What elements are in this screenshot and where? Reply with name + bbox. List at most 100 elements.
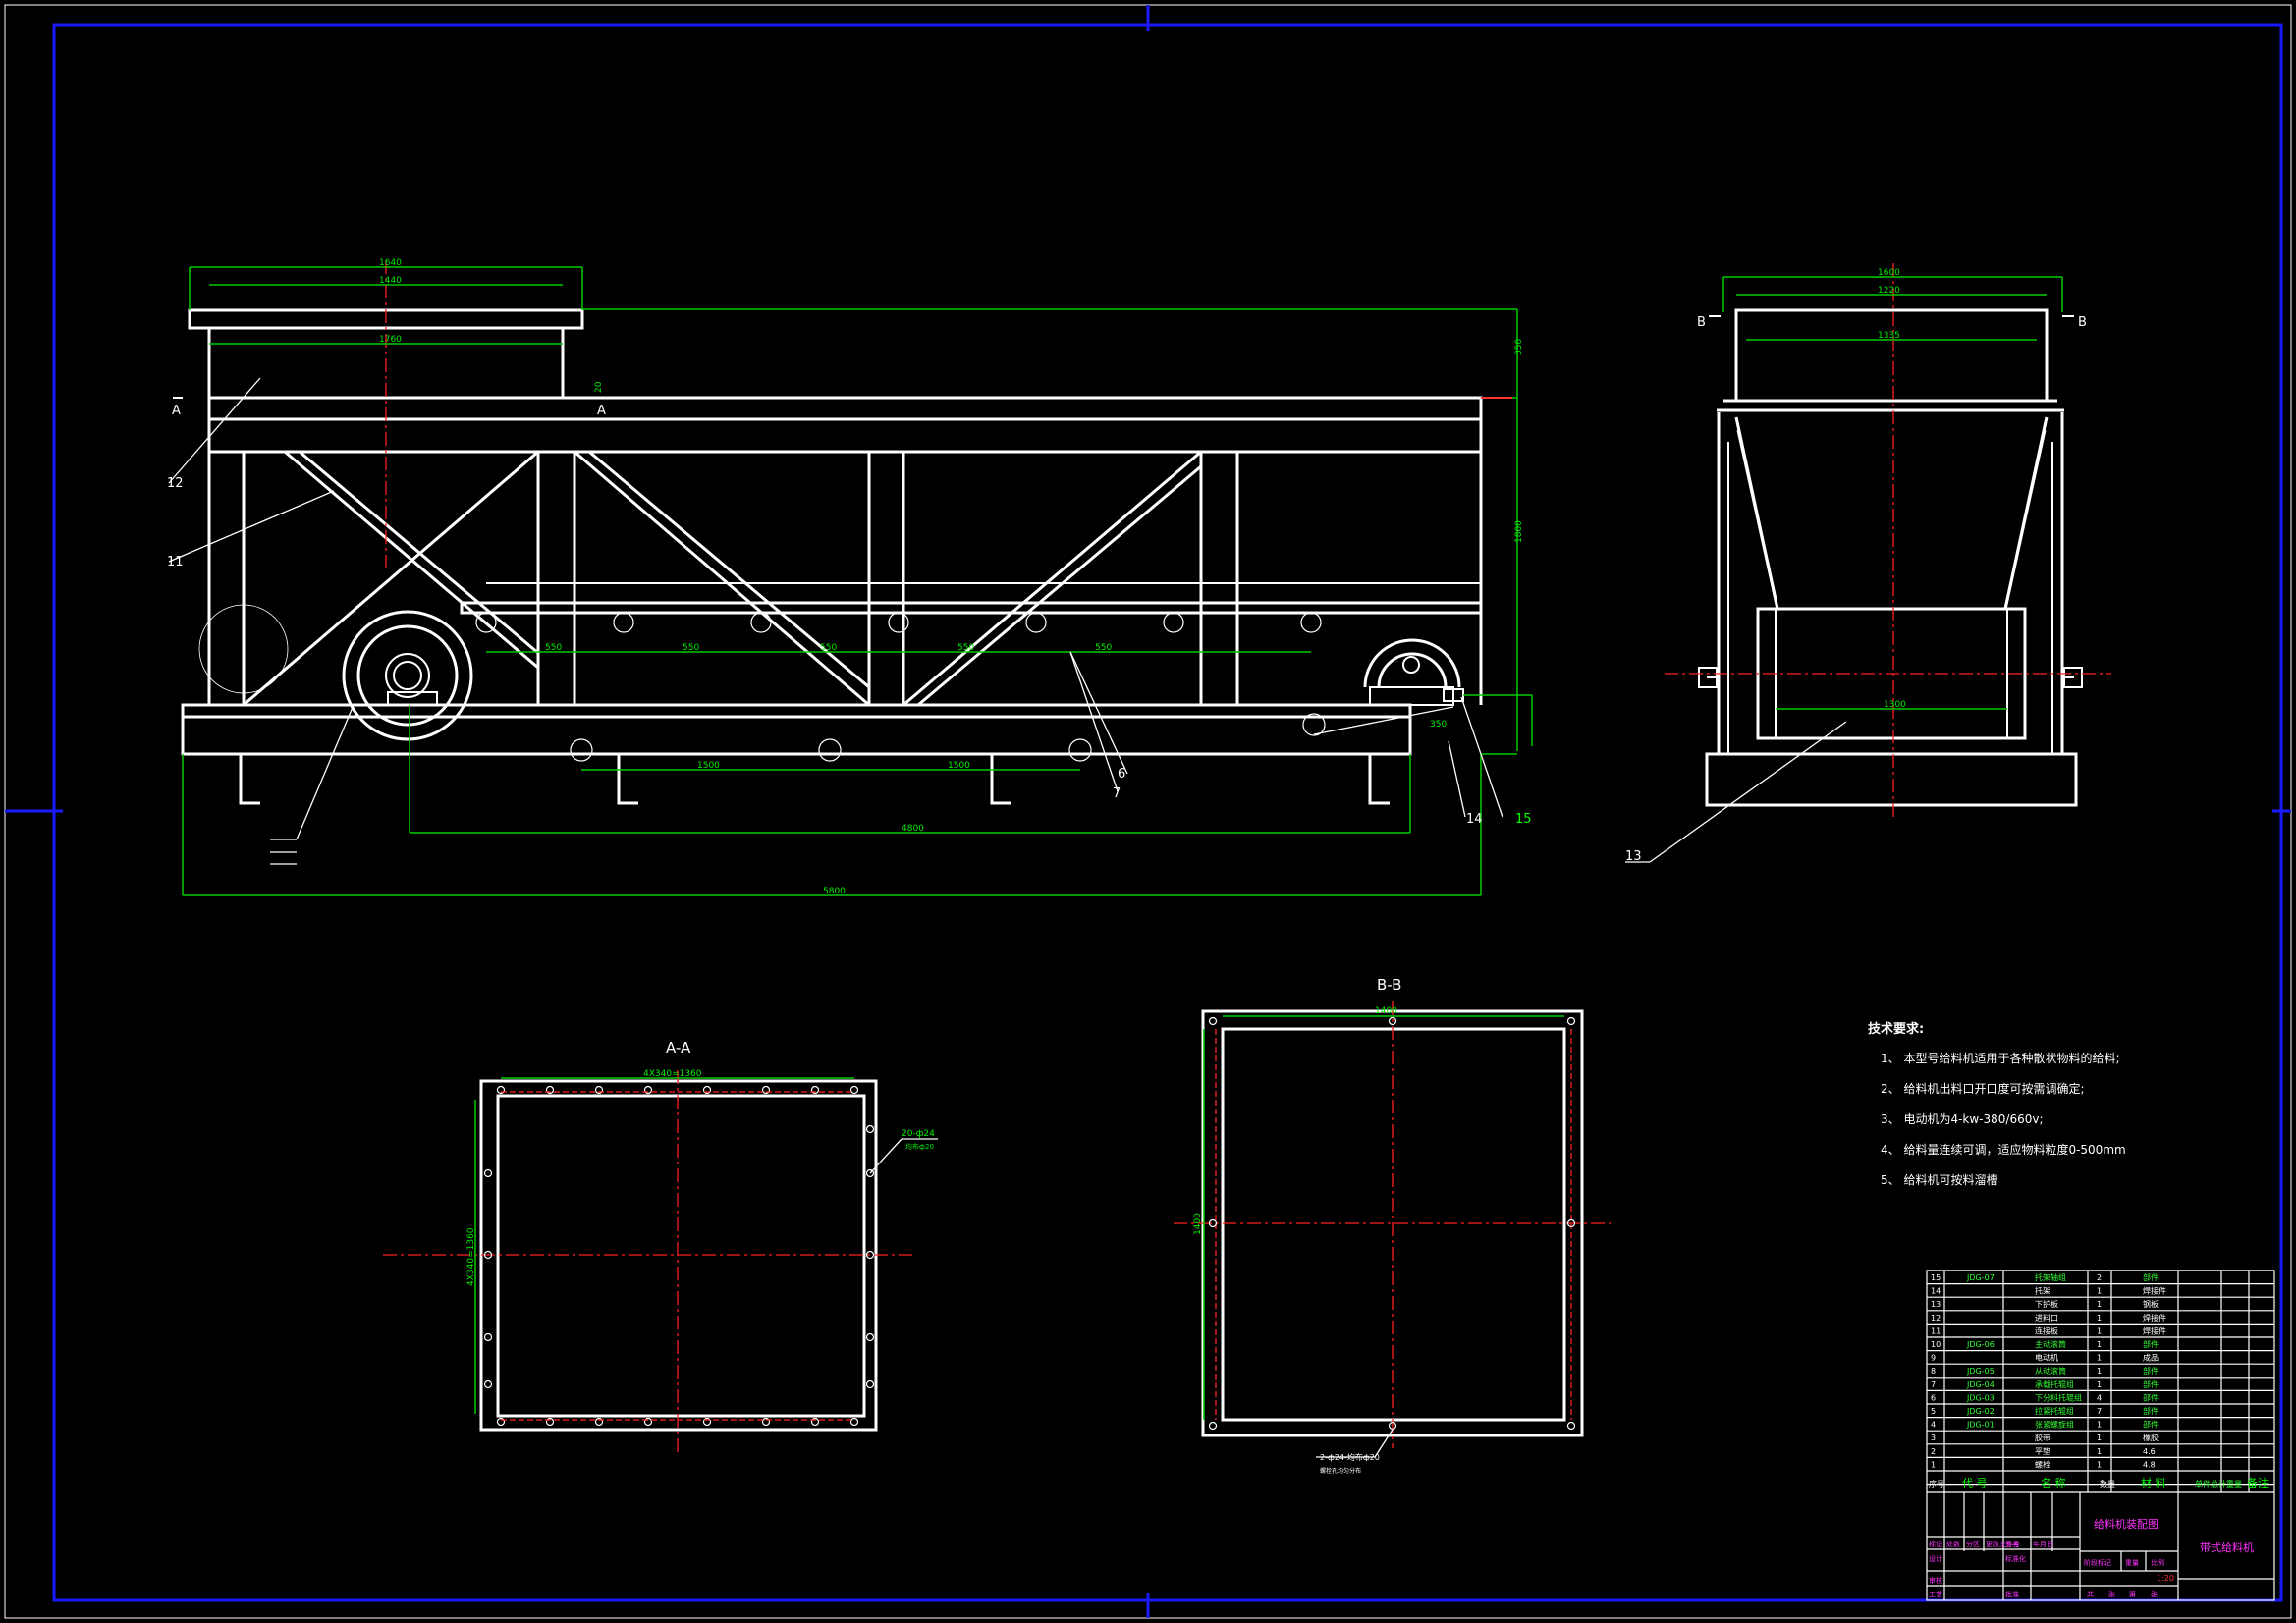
bom-material: 焊接件 <box>2143 1325 2166 1335</box>
part-leaders: 12 11 6 7 14 15 <box>167 377 1532 865</box>
product-name: 带式给料机 <box>2200 1541 2254 1554</box>
bom-name: 电动机 <box>2035 1353 2058 1363</box>
bom-header-weight: 单件总计重量 <box>2195 1479 2242 1488</box>
dim-roller-1: 550 <box>545 643 562 653</box>
tb-sheet-total: 共 <box>2087 1590 2094 1598</box>
tb-label-process: 工艺 <box>1929 1591 1942 1598</box>
tb-label-zone: 分区 <box>1966 1540 1980 1548</box>
dim-roller-3: 550 <box>820 643 837 653</box>
dim-support-1: 1500 <box>697 761 720 771</box>
side-dim-drum: 1300 <box>1884 700 1906 710</box>
bom-code: JDG-04 <box>1966 1380 1995 1389</box>
bom-no: 15 <box>1931 1273 1941 1282</box>
bom-no: 5 <box>1931 1407 1936 1416</box>
tb-stage-scale: 比例 <box>2151 1558 2164 1567</box>
bom-material: 成品 <box>2143 1353 2159 1363</box>
bom-qty: 1 <box>2097 1380 2102 1389</box>
bom-code: JDG-05 <box>1966 1367 1995 1376</box>
section-marker-b-left: B <box>1697 315 1706 330</box>
bom-name: 从动滚筒 <box>2035 1366 2066 1376</box>
dim-hopper-outer: 1640 <box>379 258 402 268</box>
bom-no: 13 <box>1931 1300 1941 1309</box>
note-5: 5、 给料机可按料溜槽 <box>1881 1172 1997 1187</box>
drawing-title: 给料机装配图 <box>2094 1517 2159 1531</box>
bom-header-no: 序号 <box>1929 1479 1944 1488</box>
tb-stage-mark: 阶段标记 <box>2084 1558 2111 1567</box>
main-front-view <box>181 260 1483 805</box>
bom-no: 12 <box>1931 1314 1941 1323</box>
bom-code: JDG-06 <box>1966 1340 1995 1349</box>
bom-qty: 1 <box>2097 1421 2102 1430</box>
note-1: 1、 本型号给料机适用于各种散状物料的给料; <box>1881 1051 2120 1065</box>
bom-no: 11 <box>1931 1326 1941 1335</box>
bom-name: 连接板 <box>2035 1325 2058 1335</box>
dim-inner-length: 4800 <box>902 824 924 834</box>
tb-label-review: 审核 <box>1929 1576 1942 1585</box>
bom-material: 部件 <box>2143 1339 2159 1349</box>
part-label-15: 15 <box>1515 812 1532 827</box>
dim-offset-small: 20 <box>594 381 604 393</box>
bom-material: 部件 <box>2143 1406 2159 1416</box>
bom-header-remark: 备注 <box>2247 1476 2269 1489</box>
technical-notes: 技术要求: 1、 本型号给料机适用于各种散状物料的给料; 2、 给料机出料口开口… <box>1868 1021 2126 1187</box>
bom-material: 4.6 <box>2143 1447 2156 1456</box>
notes-title: 技术要求: <box>1868 1021 1924 1037</box>
bom-no: 14 <box>1931 1287 1941 1296</box>
bom-no: 1 <box>1931 1460 1936 1469</box>
section-b-b: B-B 1400 1400 2-ф24-均布ф20 螺栓孔均匀分布 <box>1174 976 1611 1475</box>
bom-name: 张紧螺旋组 <box>2035 1420 2074 1430</box>
bom-code: JDG-02 <box>1966 1407 1995 1416</box>
bom-name: 拉紧托辊组 <box>2035 1406 2074 1416</box>
bom-name: 平垫 <box>2035 1446 2050 1456</box>
aa-side-dim: 4X340=1360 <box>466 1227 476 1286</box>
bom-name: 胶带 <box>2035 1433 2050 1442</box>
bom-name: 螺栓 <box>2035 1459 2050 1469</box>
bom-code: JDG-03 <box>1966 1393 1995 1402</box>
bom-qty: 1 <box>2097 1460 2102 1469</box>
note-2: 2、 给料机出料口开口度可按需调确定; <box>1881 1081 2085 1096</box>
bom-no: 2 <box>1931 1447 1936 1456</box>
bom-qty: 1 <box>2097 1300 2102 1309</box>
aa-top-dim: 4X340=1360 <box>643 1069 702 1079</box>
section-bb-title: B-B <box>1377 976 1401 994</box>
bom-qty: 4 <box>2097 1393 2102 1402</box>
note-3: 3、 电动机为4-kw-380/660v; <box>1881 1112 2044 1126</box>
tb-label-design: 设计 <box>1929 1554 1942 1563</box>
bom-header-qty: 数量 <box>2100 1479 2115 1488</box>
tb-scale-value: 1:20 <box>2157 1574 2174 1583</box>
bom-header-mat: 材 料 <box>2141 1476 2166 1489</box>
tb-sheet-unit: 张 <box>2108 1590 2115 1598</box>
part-label-6: 6 <box>1118 767 1125 782</box>
side-view <box>1665 263 2111 821</box>
tb-label-sign: 签名 <box>2005 1540 2019 1548</box>
bom-material: 部件 <box>2143 1380 2159 1389</box>
bom-qty: 2 <box>2097 1273 2102 1282</box>
bom-qty: 1 <box>2097 1340 2102 1349</box>
part-label-14: 14 <box>1466 812 1483 827</box>
dim-overall-length: 5800 <box>823 887 846 896</box>
tb-label-mark: 标记 <box>1929 1540 1942 1548</box>
dim-hopper-inner: 1760 <box>379 335 402 345</box>
dim-roller-2: 550 <box>683 643 699 653</box>
bom-material: 橡胶 <box>2143 1433 2159 1442</box>
bom-no: 6 <box>1931 1393 1936 1402</box>
aa-hole-note2: 均布ф20 <box>905 1142 934 1151</box>
bom-no: 3 <box>1931 1434 1936 1442</box>
bom-header-name: 名 称 <box>2041 1476 2066 1489</box>
tb-label-count: 处数 <box>1946 1540 1960 1548</box>
bom-qty: 1 <box>2097 1326 2102 1335</box>
bom-name: 下分料托辊组 <box>2035 1392 2082 1402</box>
section-marker-a-left: A <box>172 404 181 418</box>
bb-hole-note: 2-ф24-均布ф20 <box>1320 1452 1380 1462</box>
tb-stage-weight: 重量 <box>2125 1559 2139 1567</box>
bom-material: 4.8 <box>2143 1460 2156 1469</box>
part-label-12: 12 <box>167 476 184 491</box>
tb-sheet-no: 第 <box>2129 1590 2136 1598</box>
dim-hopper-mid: 1440 <box>379 276 402 286</box>
section-marker-b-right: B <box>2078 315 2087 330</box>
section-aa-title: A-A <box>666 1039 691 1056</box>
section-marker-a-right: A <box>597 404 606 418</box>
bom-no: 4 <box>1931 1421 1936 1430</box>
bom-material: 部件 <box>2143 1392 2159 1402</box>
